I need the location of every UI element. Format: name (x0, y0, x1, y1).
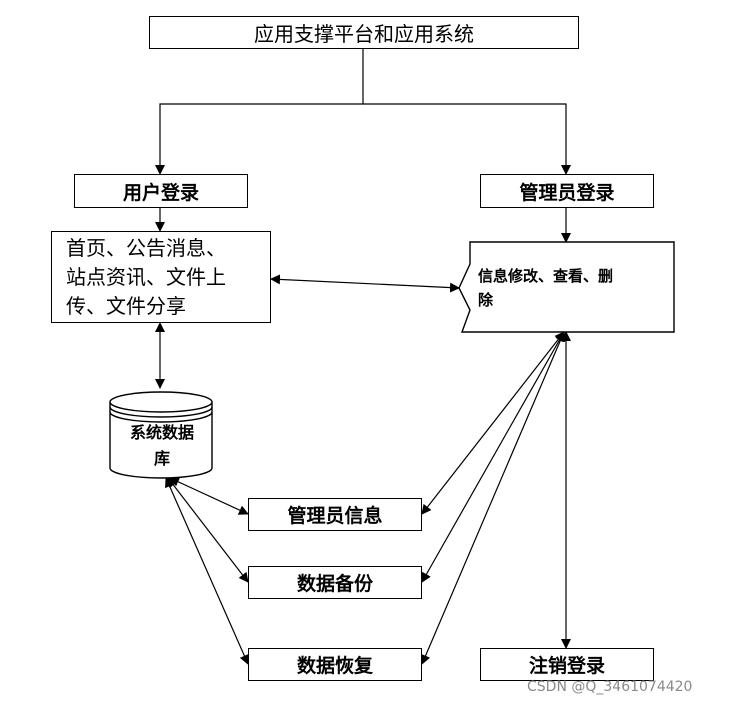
admin-ops-shape (458, 241, 675, 333)
admin-ops-line2: 除 (478, 291, 494, 309)
admin-login-label: 管理员登录 (519, 181, 615, 204)
database-label: 系统数据 库 (112, 420, 212, 472)
database-line2: 库 (153, 449, 170, 468)
admin-info-box: 管理员信息 (248, 498, 422, 531)
admin-ops-line1: 信息修改、查看、删 (478, 267, 614, 285)
arrow-ops-admin-info (421, 331, 565, 515)
data-backup-label: 数据备份 (296, 573, 373, 595)
split-connector (155, 49, 364, 175)
arrow-functions-ops (270, 274, 460, 293)
arrow-db-restore (165, 477, 249, 665)
app-platform-box: 应用支撑平台和应用系统 (149, 16, 579, 49)
database-line1: 系统数据 (129, 423, 194, 442)
data-restore-label: 数据恢复 (296, 655, 373, 677)
logout-box: 注销登录 (480, 648, 654, 681)
admin-login-box: 管理员登录 (480, 174, 654, 208)
watermark-text: CSDN @Q_3461074420 (527, 679, 693, 695)
arrow-ops-backup (421, 331, 565, 583)
user-functions-box: 首页、公告消息、 站点资讯、文件上 传、文件分享 (51, 231, 271, 323)
data-restore-box: 数据恢复 (248, 648, 422, 681)
app-platform-label: 应用支撑平台和应用系统 (254, 22, 474, 46)
user-functions-line2: 站点资讯、文件上 (66, 265, 226, 289)
user-functions-line1: 首页、公告消息、 (66, 236, 226, 260)
user-login-box: 用户登录 (74, 174, 248, 208)
logout-label: 注销登录 (528, 655, 605, 677)
split-connector-right (363, 103, 571, 175)
user-functions-line3: 传、文件分享 (66, 294, 186, 318)
admin-ops-text: 信息修改、查看、删 除 (478, 264, 668, 312)
arrow-ops-restore (420, 331, 566, 665)
user-login-label: 用户登录 (122, 181, 199, 204)
admin-info-label: 管理员信息 (287, 505, 383, 527)
database-cylinder (109, 391, 213, 479)
data-backup-box: 数据备份 (248, 566, 422, 599)
arrow-db-backup (167, 477, 249, 583)
